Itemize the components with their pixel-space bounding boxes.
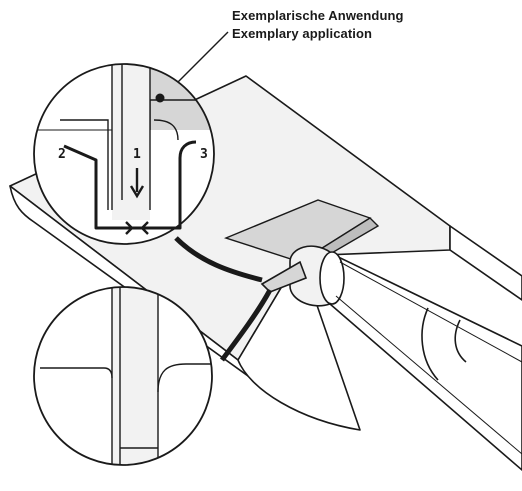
callout-2: 2 [58,147,66,162]
arrow-converge-left [120,221,134,235]
tool-shaft [260,245,522,472]
callout-3: 3 [200,147,208,162]
leader-top [174,236,263,283]
caption-anchor-dot [155,93,165,103]
arrow-converge-right [140,221,154,235]
shaft-step [421,307,439,381]
detail-circle-bottom [33,286,213,466]
block-right-face [449,225,522,301]
block-front-face [237,255,361,431]
caption-german: Exemplarische Anwendung [232,8,404,23]
shaft-collar [319,251,345,305]
caption-english: Exemplary application [232,26,373,41]
tool-blade [260,260,308,293]
callout-1: 1 [133,147,141,162]
shaft-step-2 [454,319,467,363]
detail-circle-top: 2 1 3 [33,63,215,245]
shaft-body [327,250,522,472]
leader-bottom [219,288,273,362]
